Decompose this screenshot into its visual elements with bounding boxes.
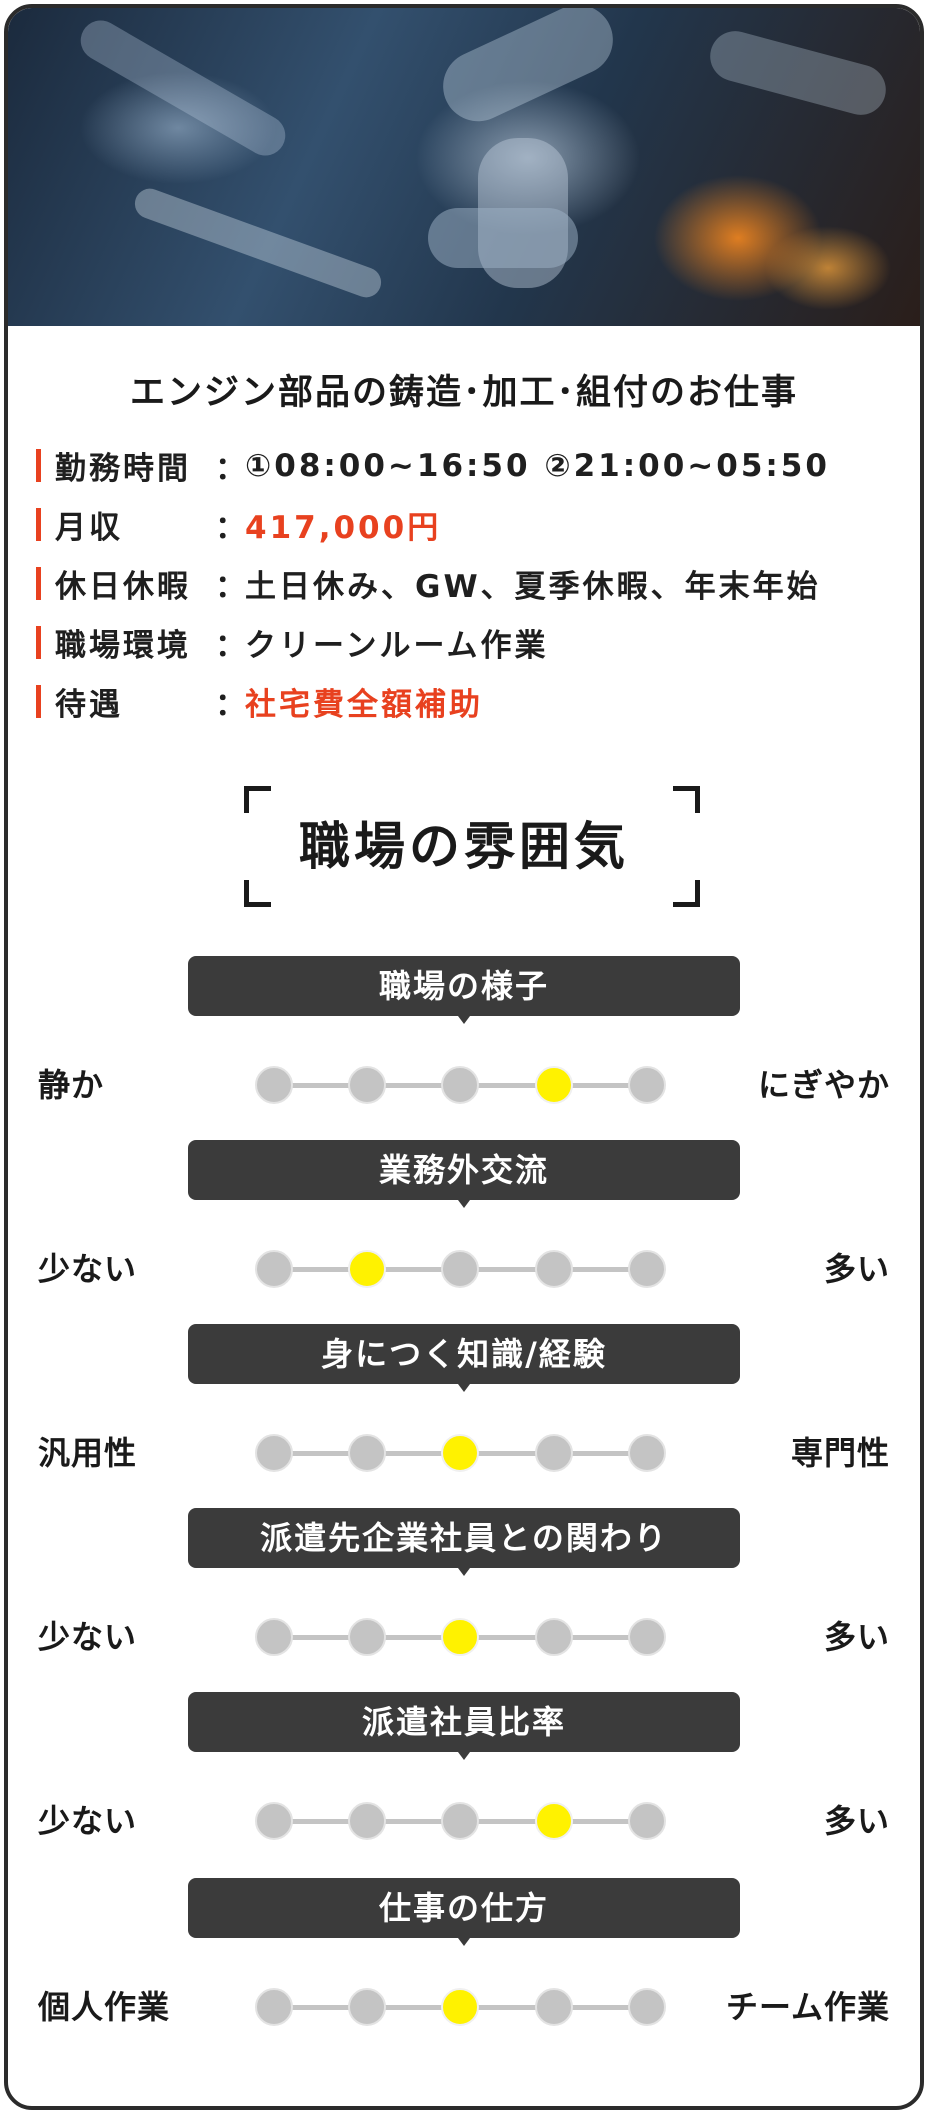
accent-bar	[36, 567, 41, 600]
scale-label: 仕事の仕方	[188, 1878, 740, 1938]
info-row-environment: 職場環境 ： クリーンルーム作業	[36, 613, 906, 672]
rating-dot-active	[441, 1434, 479, 1472]
rating-dot	[348, 1988, 386, 2026]
info-label: 勤務時間	[55, 451, 191, 487]
pointer-icon	[458, 1568, 470, 1576]
pointer-icon	[458, 1200, 470, 1208]
rating-dot-active	[535, 1802, 573, 1840]
scale-label: 業務外交流	[188, 1140, 740, 1200]
scale-right-label: 多い	[823, 1250, 890, 1288]
hero-image	[8, 8, 920, 326]
scale-right-label: 多い	[823, 1802, 890, 1840]
rating-dot	[535, 1988, 573, 2026]
accent-bar	[36, 626, 41, 659]
scale-label: 職場の様子	[188, 956, 740, 1016]
scale-work-style: 仕事の仕方 個人作業 チーム作業	[8, 1878, 920, 2058]
pointer-icon	[458, 1752, 470, 1760]
accent-bar	[36, 508, 41, 541]
scale-skills: 身につく知識/経験 汎用性 専門性	[8, 1324, 920, 1504]
scale-workplace-mood: 職場の様子 静か にぎやか	[8, 956, 920, 1136]
scale-label: 身につく知識/経験	[188, 1324, 740, 1384]
scale-right-label: にぎやか	[757, 1066, 890, 1104]
pointer-icon	[458, 1016, 470, 1024]
info-label: 月収	[55, 510, 123, 546]
job-card: エンジン部品の鋳造･加工･組付のお仕事 勤務時間 ： ①08:00~16:50 …	[4, 4, 924, 2110]
rating-dot	[441, 1250, 479, 1288]
rating-dot	[535, 1250, 573, 1288]
rating-dot	[255, 1802, 293, 1840]
accent-bar	[36, 449, 41, 482]
info-colon: ：	[215, 628, 249, 664]
scale-left-label: 少ない	[38, 1802, 138, 1840]
job-info-list: 勤務時間 ： ①08:00~16:50 ②21:00~05:50 月収 ： 41…	[36, 436, 906, 731]
scale-client-relations: 派遣先企業社員との関わり 少ない 多い	[8, 1508, 920, 1688]
rating-dot	[348, 1066, 386, 1104]
scale-label: 派遣先企業社員との関わり	[188, 1508, 740, 1568]
info-value: クリーンルーム作業	[245, 628, 549, 664]
info-value: ①08:00~16:50 ②21:00~05:50	[245, 447, 830, 484]
info-value: 社宅費全額補助	[245, 687, 483, 723]
info-label: 待遇	[55, 687, 123, 723]
rating-dot	[348, 1802, 386, 1840]
rating-dot	[628, 1066, 666, 1104]
info-row-hours: 勤務時間 ： ①08:00~16:50 ②21:00~05:50	[36, 436, 906, 495]
info-label: 職場環境	[55, 628, 191, 664]
rating-dot	[535, 1434, 573, 1472]
info-colon: ：	[215, 451, 249, 487]
scale-left-label: 少ない	[38, 1250, 138, 1288]
rating-dot	[628, 1988, 666, 2026]
job-title: エンジン部品の鋳造･加工･組付のお仕事	[129, 373, 798, 413]
info-colon: ：	[215, 687, 249, 723]
section-heading: 職場の雰囲気	[298, 818, 629, 877]
rating-dot	[628, 1618, 666, 1656]
rating-dot-active	[441, 1988, 479, 2026]
accent-bar	[36, 685, 41, 718]
scale-right-label: 多い	[823, 1618, 890, 1656]
rating-dot	[348, 1434, 386, 1472]
scale-left-label: 個人作業	[38, 1988, 171, 2026]
rating-dot	[628, 1434, 666, 1472]
info-row-benefits: 待遇 ： 社宅費全額補助	[36, 672, 906, 731]
rating-dot	[441, 1066, 479, 1104]
info-colon: ：	[215, 510, 249, 546]
scale-label: 派遣社員比率	[188, 1692, 740, 1752]
info-row-holidays: 休日休暇 ： 土日休み、GW、夏季休暇、年末年始	[36, 554, 906, 613]
rating-dot	[535, 1618, 573, 1656]
bracket-bottom-right	[673, 880, 700, 907]
info-row-salary: 月収 ： 417,000円	[36, 495, 906, 554]
rating-dot	[255, 1988, 293, 2026]
info-value: 417,000円	[245, 510, 442, 546]
rating-dot	[255, 1618, 293, 1656]
rating-dot	[628, 1802, 666, 1840]
pointer-icon	[458, 1384, 470, 1392]
bracket-top-left	[244, 786, 271, 813]
rating-dot-active	[441, 1618, 479, 1656]
scale-left-label: 静か	[38, 1066, 105, 1104]
bracket-bottom-left	[244, 880, 271, 907]
scale-left-label: 汎用性	[38, 1434, 138, 1472]
scale-right-label: チーム作業	[725, 1988, 890, 2026]
rating-dot	[255, 1434, 293, 1472]
info-colon: ：	[215, 569, 249, 605]
info-label: 休日休暇	[55, 569, 191, 605]
scale-dispatch-ratio: 派遣社員比率 少ない 多い	[8, 1692, 920, 1872]
pointer-icon	[458, 1938, 470, 1946]
rating-dot	[255, 1066, 293, 1104]
rating-dot	[628, 1250, 666, 1288]
rating-dot-active	[535, 1066, 573, 1104]
rating-dot	[348, 1618, 386, 1656]
rating-dot	[441, 1802, 479, 1840]
rating-dot	[255, 1250, 293, 1288]
rating-dot-active	[348, 1250, 386, 1288]
scale-left-label: 少ない	[38, 1618, 138, 1656]
bracket-top-right	[673, 786, 700, 813]
scale-right-label: 専門性	[790, 1434, 890, 1472]
info-value: 土日休み、GW、夏季休暇、年末年始	[245, 569, 821, 605]
scale-social-exchange: 業務外交流 少ない 多い	[8, 1140, 920, 1320]
